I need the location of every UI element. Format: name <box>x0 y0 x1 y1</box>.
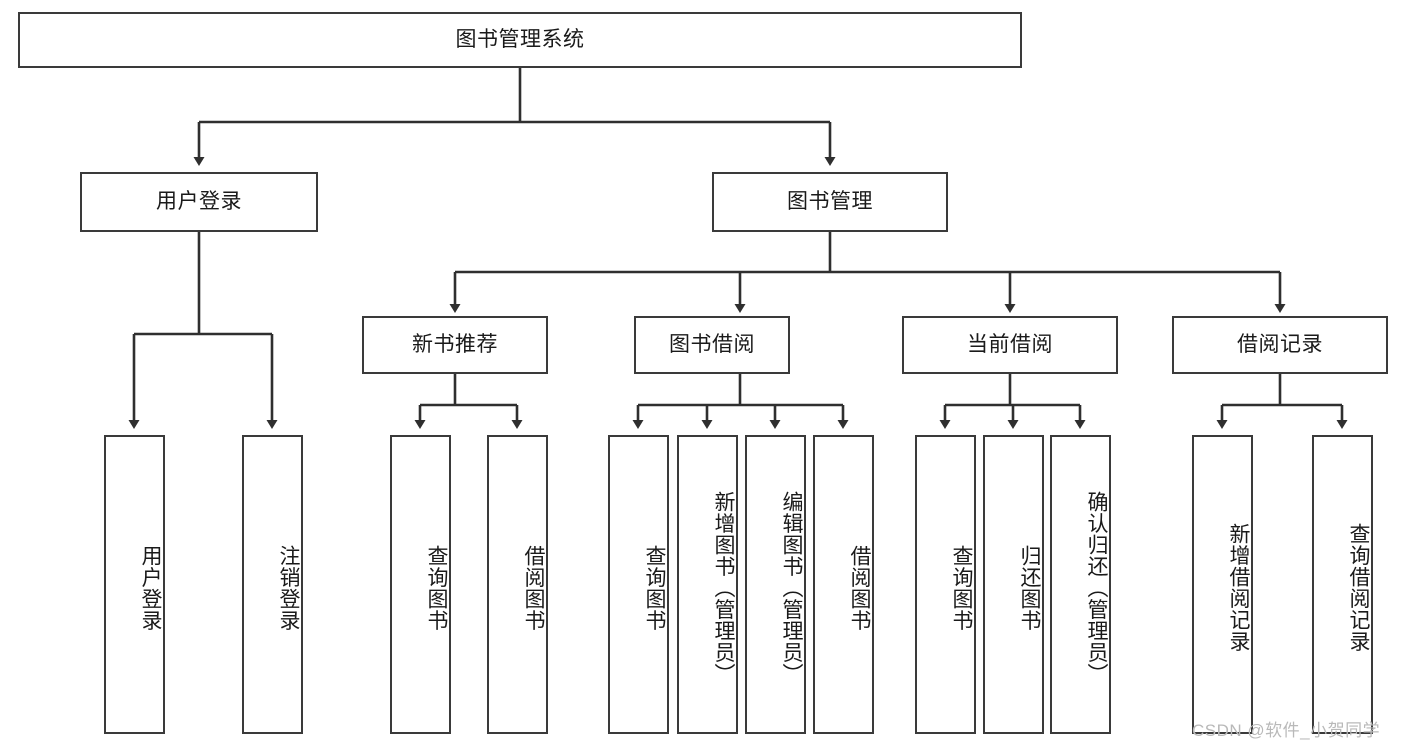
node-label: 图书管理系统 <box>455 28 585 52</box>
leaf-borrow-edit-book[interactable]: 编辑图书（管理员） <box>745 435 806 734</box>
leaf-borrow-add-book[interactable]: 新增图书（管理员） <box>677 435 738 734</box>
node-label: 查询图书 <box>425 544 448 631</box>
node-label: 归还图书 <box>1018 544 1041 631</box>
node-label: 用户登录 <box>139 544 162 631</box>
leaf-recommend-query-book[interactable]: 查询图书 <box>390 435 451 734</box>
leaf-user-login-signin[interactable]: 用户登录 <box>104 435 165 734</box>
leaf-record-add-record[interactable]: 新增借阅记录 <box>1192 435 1253 734</box>
node-book-borrow[interactable]: 图书借阅 <box>634 316 790 374</box>
node-new-book-recommend[interactable]: 新书推荐 <box>362 316 548 374</box>
leaf-recommend-borrow-book[interactable]: 借阅图书 <box>487 435 548 734</box>
node-label: 确认归还（管理员） <box>1085 490 1108 685</box>
node-label: 新书推荐 <box>412 333 498 357</box>
node-borrow-record[interactable]: 借阅记录 <box>1172 316 1388 374</box>
node-label: 查询借阅记录 <box>1347 523 1370 652</box>
leaf-borrow-query-book[interactable]: 查询图书 <box>608 435 669 734</box>
leaf-current-confirm-return[interactable]: 确认归还（管理员） <box>1050 435 1111 734</box>
node-label: 当前借阅 <box>967 333 1053 357</box>
node-label: 编辑图书（管理员） <box>780 490 803 685</box>
node-label: 新增图书（管理员） <box>712 490 735 685</box>
node-label: 图书借阅 <box>669 333 755 357</box>
node-user-login[interactable]: 用户登录 <box>80 172 318 232</box>
node-root-system[interactable]: 图书管理系统 <box>18 12 1022 68</box>
leaf-current-query-book[interactable]: 查询图书 <box>915 435 976 734</box>
node-current-borrow[interactable]: 当前借阅 <box>902 316 1118 374</box>
node-label: 查询图书 <box>950 544 973 631</box>
node-label: 借阅图书 <box>848 544 871 631</box>
leaf-user-login-signout[interactable]: 注销登录 <box>242 435 303 734</box>
leaf-current-return-book[interactable]: 归还图书 <box>983 435 1044 734</box>
csdn-watermark: CSDN @软件_小贺同学 <box>1192 721 1381 740</box>
node-label: 查询图书 <box>643 544 666 631</box>
node-label: 用户登录 <box>156 190 242 214</box>
node-label: 借阅记录 <box>1237 333 1323 357</box>
node-label: 注销登录 <box>277 544 300 631</box>
node-label: 图书管理 <box>787 190 873 214</box>
node-label: 新增借阅记录 <box>1227 523 1250 652</box>
node-label: 借阅图书 <box>522 544 545 631</box>
leaf-record-query-record[interactable]: 查询借阅记录 <box>1312 435 1373 734</box>
node-book-management[interactable]: 图书管理 <box>712 172 948 232</box>
leaf-borrow-borrow-book[interactable]: 借阅图书 <box>813 435 874 734</box>
